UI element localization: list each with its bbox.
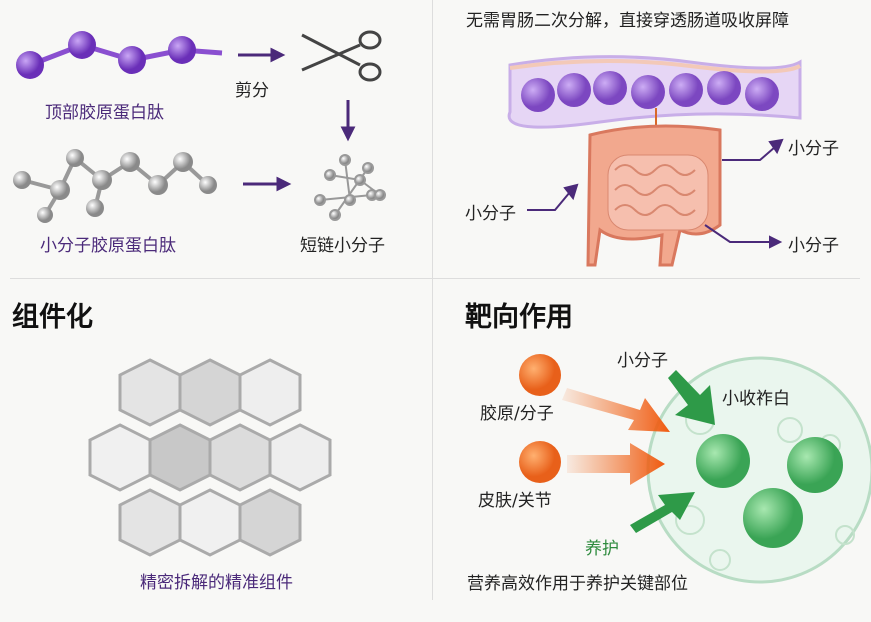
caption-components: 精密拆解的精准组件 — [140, 573, 293, 593]
heading-componentization: 组件化 — [12, 302, 93, 333]
silver-peptide-chain-icon — [13, 149, 217, 223]
skin-molecule-icon — [519, 441, 561, 483]
label-care: 养护 — [585, 539, 619, 559]
component-lattice-icon — [88, 358, 332, 557]
label-small-molecule: 小分子 — [617, 351, 668, 371]
purple-peptide-chain-icon — [16, 31, 223, 79]
scissors-icon — [301, 30, 382, 82]
intestine-icon — [586, 124, 722, 267]
label-small-molecule-right-lower: 小分子 — [788, 236, 839, 256]
label-small-molecule-right-upper: 小分子 — [788, 139, 839, 159]
horizontal-divider — [10, 278, 860, 279]
arrow-icons — [238, 47, 356, 192]
intestinal-barrier-icon — [507, 55, 802, 129]
collagen-molecule-icon — [519, 354, 561, 396]
vertical-divider — [432, 0, 433, 600]
molecule-arrow-icons — [527, 138, 784, 249]
label-cut: 剪分 — [235, 81, 269, 101]
label-top-peptide: 顶部胶原蛋白肽 — [45, 103, 164, 123]
caption-targeting: 营养高效作用于养护关键部位 — [467, 574, 688, 594]
short-chain-molecule-icon — [314, 154, 386, 221]
label-short-chain: 短链小分子 — [300, 236, 385, 256]
label-small-peptide: 小分子胶原蛋白肽 — [40, 236, 176, 256]
targeting-arrow-icons — [562, 370, 715, 533]
heading-targeting: 靶向作用 — [465, 302, 573, 333]
label-small-molecule-left: 小分子 — [465, 204, 516, 224]
label-skin-joint: 皮肤/关节 — [478, 491, 552, 511]
label-collagen: 胶原/分子 — [480, 404, 554, 424]
top-right-title: 无需胃肠二次分解，直接穿透肠道吸收屏障 — [466, 11, 789, 31]
label-cell: 小收祚白 — [722, 389, 790, 409]
